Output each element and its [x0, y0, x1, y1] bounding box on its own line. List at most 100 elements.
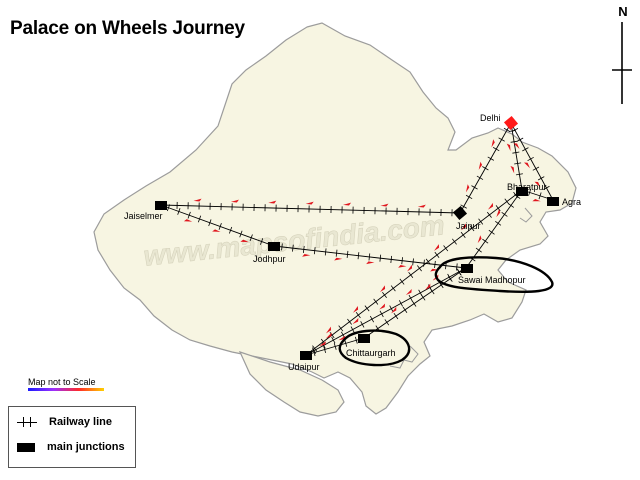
label-chittaurgarh: Chittaurgarh — [346, 348, 396, 358]
direction-arrow — [406, 264, 413, 272]
railway-tick — [379, 254, 382, 262]
railway-tick — [495, 205, 501, 212]
railway-tick — [532, 166, 540, 171]
railway-tick — [513, 191, 519, 198]
railway-segment — [465, 189, 523, 269]
direction-arrow — [477, 235, 482, 244]
railway-tick — [333, 342, 337, 350]
legend-railway-label: Railway line — [49, 416, 112, 428]
railway-tick — [476, 175, 484, 180]
railway-tick — [495, 220, 502, 226]
railway-tick — [292, 244, 294, 252]
state-outline-lower — [238, 350, 345, 417]
direction-arrow — [379, 285, 386, 293]
railway-tick — [346, 250, 349, 258]
railway-tick — [187, 211, 191, 219]
railway-tick — [487, 156, 495, 161]
direction-arrow — [380, 203, 389, 207]
direction-arrow — [405, 288, 412, 295]
railway-tick — [460, 204, 467, 209]
border-detail — [389, 345, 419, 369]
page-title: Palace on Wheels Journey — [10, 18, 245, 39]
railway-tick — [389, 305, 394, 312]
railway-tick — [393, 312, 399, 320]
railway-tick — [350, 326, 355, 333]
railway-tick — [486, 211, 492, 218]
direction-arrow — [366, 261, 375, 265]
railway-tick — [425, 258, 431, 265]
direction-arrow — [352, 305, 359, 313]
railway-tick — [197, 215, 202, 223]
railway-tick — [382, 291, 387, 299]
railway-tick — [465, 194, 473, 200]
railway-tick — [482, 238, 489, 244]
railway-tick — [390, 255, 393, 263]
railway-tick — [478, 218, 484, 225]
railway-tick — [488, 229, 495, 235]
railway-segment — [160, 204, 461, 214]
railway-tick — [543, 185, 550, 190]
label-delhi: Delhi — [480, 113, 501, 123]
railway-tick — [460, 231, 466, 238]
direction-arrow — [268, 200, 277, 204]
railway-tick — [438, 281, 444, 289]
railway-tick — [429, 288, 435, 295]
direction-arrow — [334, 257, 343, 261]
direction-arrows — [183, 139, 541, 346]
direction-arrow — [532, 198, 541, 202]
label-bharatpur: Bharatpur — [507, 182, 547, 192]
railway-tick — [528, 189, 532, 196]
railway-tick — [177, 208, 181, 215]
railway-tick — [448, 275, 453, 282]
direction-arrow — [325, 332, 332, 339]
railway-tick — [482, 166, 489, 171]
railway-tick — [456, 263, 458, 271]
railway-tick — [434, 251, 440, 258]
railway-tick — [354, 336, 358, 344]
railway-tick — [511, 127, 519, 133]
legend-junctions: main junctions — [17, 441, 125, 453]
railway-tick — [402, 306, 408, 313]
railway-tick — [329, 332, 335, 339]
direction-arrow — [302, 254, 311, 257]
direction-arrow — [460, 223, 467, 231]
border-detail-2 — [519, 207, 533, 223]
direction-arrow — [510, 165, 515, 174]
junction-icon — [17, 442, 35, 452]
direction-arrow — [183, 219, 193, 222]
railway-tick — [324, 248, 327, 256]
railway-tick — [303, 245, 305, 253]
legend: Railway line main junctions — [8, 406, 136, 468]
junction-chittaurgarh — [358, 334, 370, 343]
railway-tick — [457, 269, 462, 276]
label-jodhpur: Jodhpur — [253, 254, 286, 264]
railway-tick — [408, 271, 414, 279]
label-agra: Agra — [562, 197, 581, 207]
railway-segment — [510, 122, 523, 191]
railway-tick — [412, 258, 414, 266]
direction-arrow — [496, 209, 501, 218]
railway-tick — [411, 300, 417, 307]
highlight-chittaurgarh — [338, 329, 411, 367]
railway-tick — [498, 137, 505, 142]
direction-arrow — [379, 303, 386, 310]
direction-arrow — [425, 283, 431, 291]
railway-tick — [313, 247, 316, 255]
railway-segment — [363, 267, 467, 339]
railway-tick — [218, 223, 222, 230]
direction-arrow — [319, 341, 327, 346]
railway-tick — [452, 238, 457, 245]
junction-udaipur — [300, 351, 312, 360]
railway-tick — [369, 315, 375, 323]
railway-tick — [469, 225, 475, 232]
railway-tick — [344, 339, 348, 347]
railway-tick — [228, 226, 233, 234]
direction-arrow — [325, 326, 332, 334]
railway-tick — [515, 173, 523, 176]
label-sawai-madhopur: Sawai Madhopur — [458, 275, 526, 285]
direction-arrow — [230, 199, 239, 203]
junction-jaiselmer — [155, 201, 167, 210]
label-jaipur: Jaipur — [456, 221, 481, 231]
railway-tick — [166, 204, 171, 212]
direction-arrow — [506, 143, 511, 152]
